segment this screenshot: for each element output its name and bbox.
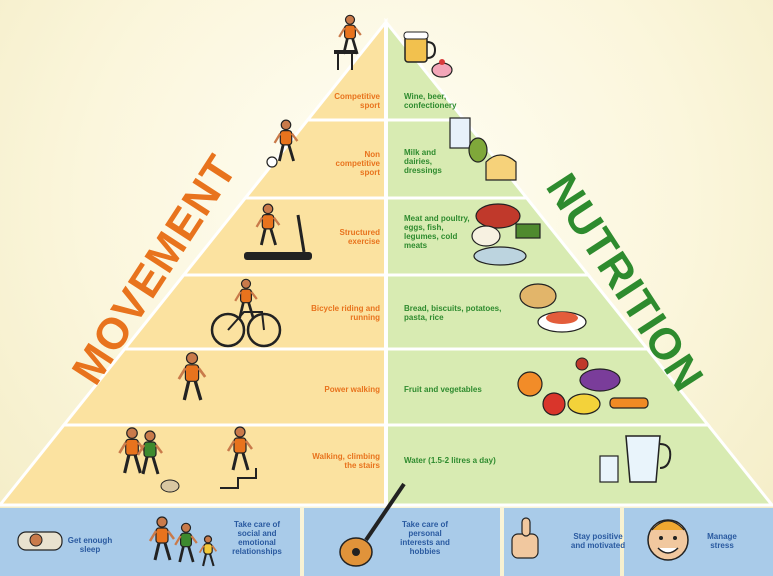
pasta-sauce bbox=[546, 312, 578, 324]
family-icon bbox=[148, 516, 175, 561]
face-hair bbox=[651, 520, 685, 531]
guitar-neck bbox=[364, 482, 406, 542]
treadmill-belt bbox=[244, 252, 312, 260]
cake-cherry bbox=[439, 59, 445, 65]
walkers-stairs-icon bbox=[118, 427, 146, 474]
tier-2-nutrition-label: Milk and dairies, dressings bbox=[404, 148, 442, 175]
football-player-icon bbox=[273, 119, 299, 162]
base-panel-4 bbox=[624, 508, 773, 576]
bike-wheel-front bbox=[246, 312, 282, 348]
guitar-hole bbox=[352, 548, 360, 556]
family-member-3 bbox=[198, 535, 218, 567]
apple bbox=[542, 392, 566, 416]
tier-6-nutrition-label: Water (1.5-2 litres a day) bbox=[404, 456, 496, 465]
stairs bbox=[220, 468, 257, 489]
cake bbox=[431, 62, 453, 78]
oil-bottle bbox=[468, 137, 488, 163]
jug-handle bbox=[659, 443, 672, 469]
meat-fish-icon bbox=[475, 203, 521, 229]
tier-4-nutrition-label: Bread, biscuits, potatoes, pasta, rice bbox=[404, 304, 502, 322]
dairy-icon bbox=[449, 117, 471, 149]
cyclist-icon bbox=[234, 278, 258, 319]
base-label-sleep: Get enough sleep bbox=[67, 536, 113, 554]
family-member-2 bbox=[174, 522, 198, 563]
tomato bbox=[575, 357, 589, 371]
fruit-vegetables-icon bbox=[517, 371, 543, 397]
thumbs-up-icon bbox=[511, 533, 539, 559]
carrots bbox=[609, 397, 649, 409]
walker-companion bbox=[136, 430, 163, 475]
water-glass bbox=[599, 455, 619, 483]
base-label-relationships: Take care of social and emotional relati… bbox=[232, 520, 282, 556]
water-jug-icon bbox=[625, 435, 661, 483]
tier-5-movement-label: Power walking bbox=[324, 385, 380, 394]
tier-3-nutrition-label: Meat and poultry, eggs, fish, legumes, c… bbox=[404, 214, 470, 250]
base-label-positive: Stay positive and motivated bbox=[570, 532, 626, 550]
sleeper-head bbox=[29, 533, 43, 547]
treadmill-runner-icon bbox=[255, 203, 281, 246]
stair-climber bbox=[226, 426, 253, 471]
dog-icon bbox=[160, 479, 180, 493]
tier-6-movement-label: Walking, climbing the stairs bbox=[312, 452, 380, 470]
cheese bbox=[485, 154, 517, 181]
beer-cake-icon bbox=[404, 35, 428, 63]
thumb bbox=[521, 517, 531, 537]
hurdler-icon bbox=[338, 14, 362, 55]
face-eye-left bbox=[659, 536, 663, 540]
tier-1-movement-label: Competitive sport bbox=[334, 92, 380, 110]
tier-3-movement-label: Structured exercise bbox=[339, 228, 380, 246]
base-panel-2 bbox=[304, 508, 500, 576]
tier-5-nutrition-label: Fruit and vegetables bbox=[404, 385, 482, 394]
face-eye-right bbox=[673, 536, 677, 540]
fish bbox=[473, 246, 527, 266]
power-walker-icon bbox=[177, 352, 207, 401]
eggplant bbox=[579, 368, 621, 392]
treadmill-rail bbox=[296, 214, 306, 253]
lemon bbox=[567, 393, 601, 415]
bike-wheel-rear bbox=[210, 312, 246, 348]
beer-foam bbox=[403, 31, 429, 40]
eggs bbox=[471, 225, 501, 247]
face-smile bbox=[657, 547, 679, 554]
base-label-stress: Manage stress bbox=[707, 532, 737, 550]
bread-pasta-icon bbox=[519, 283, 557, 309]
base-label-hobbies: Take care of personal interests and hobb… bbox=[400, 520, 450, 556]
legumes bbox=[515, 223, 541, 239]
tier-6-nutrition-band bbox=[384, 423, 773, 507]
beer-handle bbox=[426, 41, 437, 59]
tier-1-nutrition-label: Wine, beer, confectionery bbox=[404, 92, 457, 110]
football-ball bbox=[266, 156, 278, 168]
bike-frame bbox=[227, 311, 265, 331]
tier-4-movement-label: Bicycle riding and running bbox=[311, 304, 380, 322]
tier-2-movement-label: Non competitive sport bbox=[335, 150, 380, 177]
